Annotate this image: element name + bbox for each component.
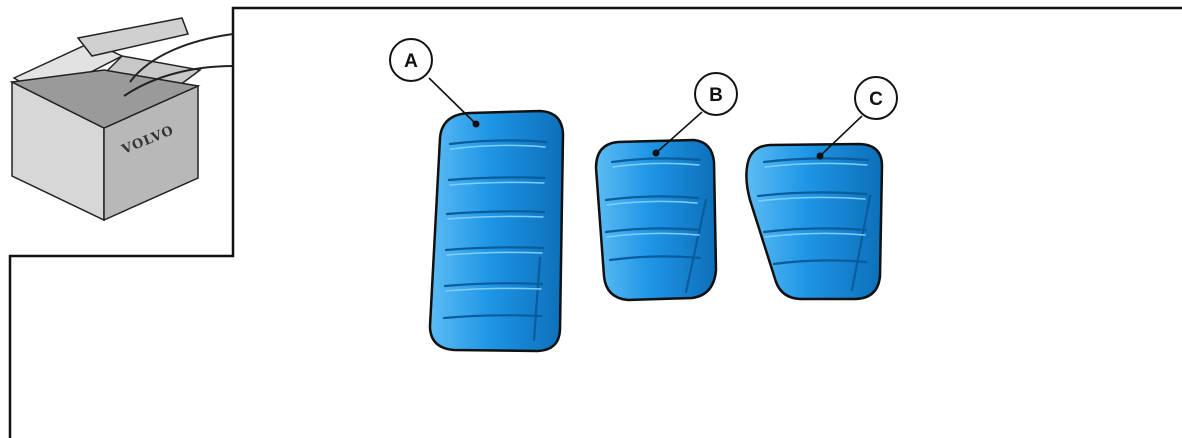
callout-c-label: C (869, 89, 883, 110)
callout-c: C (816, 76, 898, 160)
pedal-b-body (594, 138, 718, 302)
callout-b-circle (694, 72, 738, 116)
pedal-b (594, 138, 718, 302)
callout-a: A (389, 38, 480, 128)
pedal-a-body (428, 109, 565, 353)
callout-a-label: A (404, 51, 418, 72)
frame-border (8, 6, 1182, 438)
callout-b-label: B (709, 85, 723, 106)
callout-c-circle (854, 76, 898, 120)
callout-a-circle (389, 38, 433, 82)
pedal-a (428, 109, 565, 353)
accessory-box: VOLVO (9, 17, 234, 222)
pedal-c (745, 142, 884, 301)
callout-b: B (652, 72, 738, 157)
